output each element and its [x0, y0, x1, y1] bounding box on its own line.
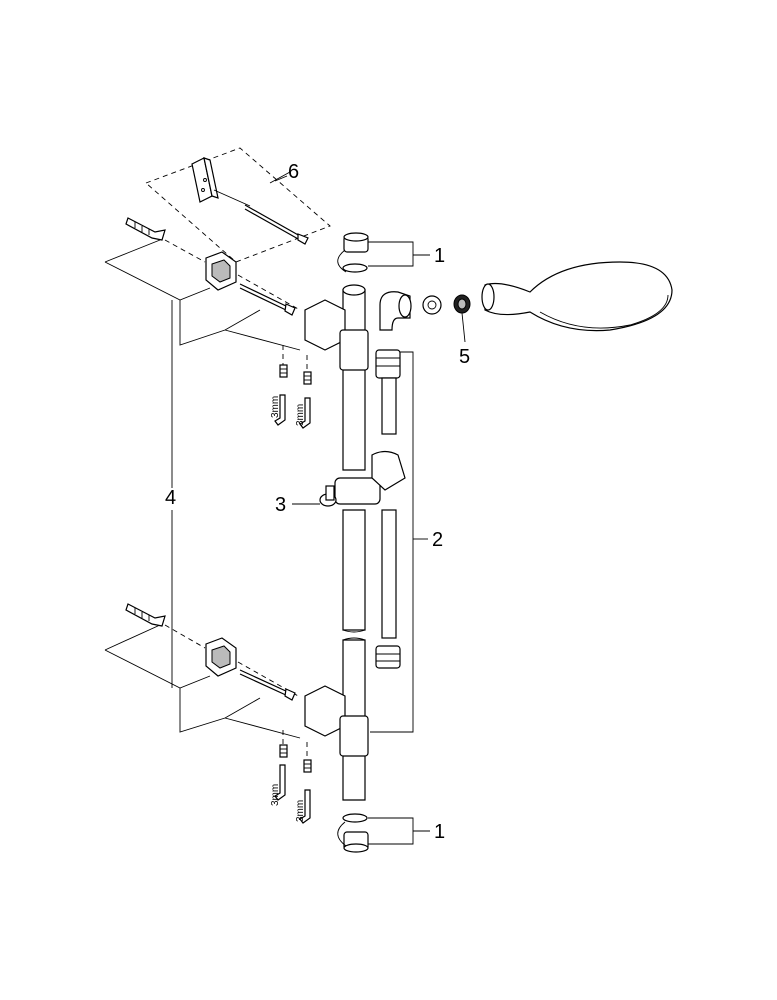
label-part-1-bottom: 1 — [434, 821, 445, 843]
filter — [453, 294, 471, 314]
wall-plug-top — [125, 217, 166, 241]
label-part-3: 3 — [275, 494, 286, 516]
shower-hose — [375, 349, 401, 669]
wall-plate — [191, 157, 219, 203]
upper-fixing-assembly — [104, 217, 312, 429]
label-part-5: 5 — [459, 346, 470, 368]
grub-screw-bottom-2 — [303, 759, 312, 773]
allen-key-bottom-left — [274, 764, 286, 801]
label-part-1-top: 1 — [434, 245, 445, 267]
washer — [422, 295, 442, 315]
upper-rail-holder — [304, 299, 369, 371]
label-part-6: 6 — [288, 161, 299, 183]
allen-size-top-right: 3mm — [295, 404, 306, 426]
bracket-bottom — [205, 637, 237, 677]
screw-bottom — [239, 669, 296, 701]
grub-screw-top-2 — [303, 371, 312, 385]
allen-size-top-left: 3mm — [270, 396, 281, 418]
end-cap-bottom — [337, 813, 369, 853]
allen-key-top-right — [299, 397, 311, 429]
screw-top — [239, 283, 296, 316]
part-6-kit — [145, 147, 331, 263]
allen-key-top-left — [274, 394, 286, 426]
label-part-4: 4 — [165, 487, 176, 509]
slider — [319, 450, 406, 507]
hand-shower — [481, 261, 673, 332]
allen-size-bottom-right: 3mm — [295, 800, 306, 822]
lower-fixing-assembly — [104, 603, 312, 824]
label-part-2: 2 — [432, 529, 443, 551]
elbow-connector — [379, 291, 412, 331]
grub-screw-top-1 — [279, 364, 288, 378]
grub-screw-bottom-1 — [279, 744, 288, 758]
leader-lines — [171, 175, 466, 845]
allen-size-bottom-left: 3mm — [270, 784, 281, 806]
lower-rail-holder — [304, 685, 369, 757]
bracket-top — [205, 251, 237, 291]
long-screw — [244, 204, 309, 245]
allen-key-bottom-right — [299, 789, 311, 824]
end-cap-top — [337, 232, 369, 273]
wall-plug-bottom — [125, 603, 166, 627]
